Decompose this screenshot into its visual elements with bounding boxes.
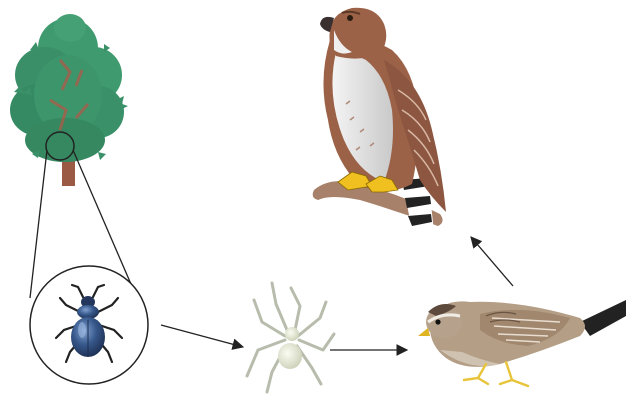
tree-icon — [10, 14, 128, 186]
sparrow-icon — [418, 300, 626, 386]
sparrow-beak — [418, 328, 430, 336]
spider-icon — [247, 283, 334, 392]
tree-foliage — [10, 14, 128, 162]
zoom-line-left — [30, 150, 47, 298]
sparrow-tail — [580, 300, 626, 336]
hawk-icon — [313, 8, 446, 234]
arrow-beetle-to-spider — [161, 325, 243, 347]
arrow-sparrow-to-hawk — [471, 237, 513, 286]
